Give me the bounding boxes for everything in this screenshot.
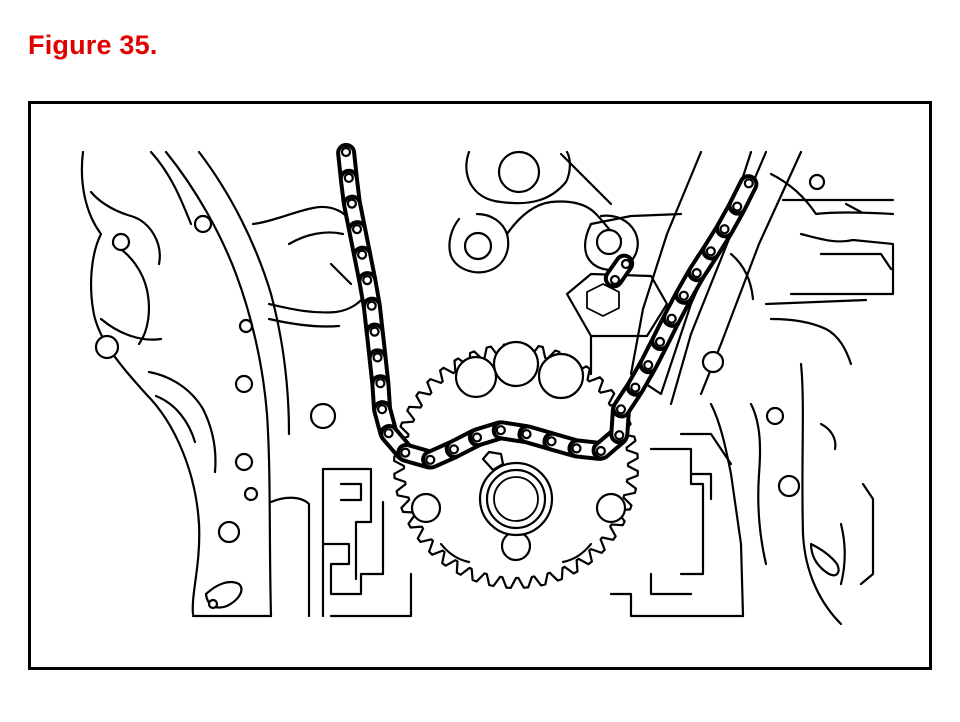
chain-pin [372,352,383,363]
left-engine-block [80,150,337,618]
chain-pin [377,404,388,415]
chain-pin [383,428,394,439]
chain-pin [614,430,625,441]
right-lower-bracket [609,447,745,618]
chain-pin [666,313,677,324]
chain-pin [630,382,641,393]
chain-pin [732,201,743,212]
chain-pin [369,326,380,337]
chain-pin [705,246,716,257]
chain-pin [340,146,352,158]
chain-pin [362,275,373,286]
chain-pin [595,445,607,457]
chain-pin [343,172,354,184]
chain-pin [448,444,459,455]
chain-link [727,174,759,216]
chain-pin [571,443,582,454]
chain-pin [425,454,436,465]
tensioner-links [603,253,635,289]
chain-pin [366,300,377,311]
chain-pin [678,290,689,301]
tensioner-bolt [565,272,669,376]
upper-sprocket-group [448,150,639,274]
chain-pin [375,378,386,389]
chain-pin [643,360,654,371]
chain-pin [654,336,666,347]
timing-chain-diagram [80,142,895,626]
chain-pin [615,404,627,415]
right-engine-block [679,172,895,626]
diagram-frame [28,101,932,670]
chain-pin [357,249,368,260]
chain-pin [471,432,483,443]
chain-pin [351,223,363,235]
chain-pin [400,447,411,458]
crankshaft-sprocket [393,340,639,589]
figure-title: Figure 35. [28,30,158,60]
chain-pin [521,429,532,440]
chain-pin [691,268,702,279]
timing-chain [336,142,759,470]
chain-pin [546,436,557,447]
chain-pin [743,178,754,189]
left-lower-bracket [321,467,413,618]
chain-pin [346,198,357,209]
chain-pin [719,224,730,235]
chain-pin [495,425,506,436]
